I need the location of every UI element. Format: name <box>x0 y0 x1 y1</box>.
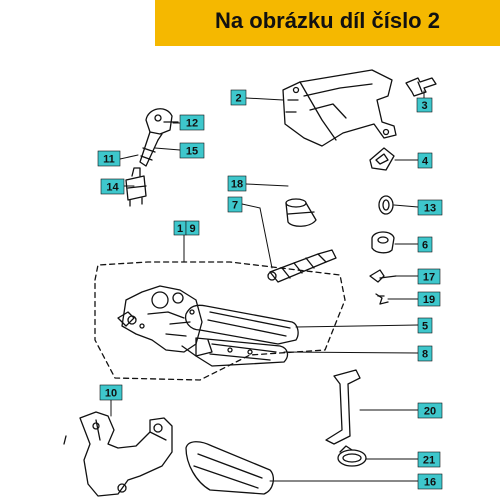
part-14-switch <box>125 167 147 207</box>
part-1-9-dashed-boundary <box>94 261 346 381</box>
part-10-bracket <box>63 411 173 497</box>
leader-lines <box>110 90 425 482</box>
svg-text:16: 16 <box>424 477 436 489</box>
part-label-12[interactable]: 12 <box>179 114 205 131</box>
part-label-2[interactable]: 2 <box>230 89 247 106</box>
svg-text:14: 14 <box>106 182 119 194</box>
svg-text:18: 18 <box>231 179 243 191</box>
part-label-8[interactable]: 8 <box>417 345 433 362</box>
svg-text:7: 7 <box>232 200 238 212</box>
part-label-17[interactable]: 17 <box>417 268 441 285</box>
svg-text:17: 17 <box>423 272 435 284</box>
part-label-13[interactable]: 13 <box>417 199 443 216</box>
part-label-15[interactable]: 15 <box>179 142 205 159</box>
part-16-grip <box>185 441 275 495</box>
part-8-grip <box>195 337 289 367</box>
part-label-14[interactable]: 14 <box>100 178 125 195</box>
part-4-plate <box>369 147 395 171</box>
part-19-small-clip <box>375 293 389 305</box>
part-label-19[interactable]: 19 <box>417 291 441 307</box>
svg-text:20: 20 <box>424 406 436 418</box>
part-label-6[interactable]: 6 <box>417 236 433 253</box>
part-13-ring <box>378 195 394 215</box>
part-label-18[interactable]: 18 <box>227 175 247 192</box>
title-banner: Na obrázku díl číslo 2 <box>155 0 500 46</box>
part-label-3[interactable]: 3 <box>416 97 433 113</box>
svg-text:13: 13 <box>424 203 436 215</box>
svg-text:11: 11 <box>103 154 115 166</box>
part-label-1[interactable]: 1 <box>173 220 187 236</box>
svg-text:6: 6 <box>422 240 428 252</box>
part-label-16[interactable]: 16 <box>417 473 443 490</box>
svg-text:21: 21 <box>423 455 435 467</box>
part-20-bracket <box>325 369 361 445</box>
svg-text:12: 12 <box>186 118 198 130</box>
part-6-grommet <box>371 231 395 254</box>
part-labels: 2 3 12 11 15 14 <box>97 89 443 490</box>
svg-text:15: 15 <box>186 146 198 158</box>
banner-title: Na obrázku díl číslo 2 <box>215 8 440 33</box>
part-18-bushing <box>285 198 317 227</box>
svg-text:2: 2 <box>235 93 241 105</box>
svg-text:4: 4 <box>422 156 429 168</box>
part-label-5[interactable]: 5 <box>417 317 433 334</box>
part-label-4[interactable]: 4 <box>417 152 433 169</box>
part-label-21[interactable]: 21 <box>417 451 441 468</box>
part-2-bracket <box>282 69 397 147</box>
part-label-9[interactable]: 9 <box>185 220 200 236</box>
svg-text:10: 10 <box>105 388 117 400</box>
svg-text:19: 19 <box>423 294 435 306</box>
svg-text:3: 3 <box>421 100 427 112</box>
svg-text:9: 9 <box>189 223 195 235</box>
part-label-10[interactable]: 10 <box>99 384 123 401</box>
part-label-20[interactable]: 20 <box>417 402 443 419</box>
svg-text:8: 8 <box>422 349 428 361</box>
part-7-shaft <box>267 249 337 283</box>
part-5-grip <box>184 304 299 345</box>
svg-text:1: 1 <box>177 223 183 235</box>
svg-text:5: 5 <box>422 321 428 333</box>
part-label-7[interactable]: 7 <box>227 196 243 213</box>
part-21-clamp <box>337 445 367 467</box>
part-3-screw <box>405 77 437 97</box>
part-11-clamp-assembly <box>139 108 179 167</box>
part-1-main-assembly <box>117 285 213 357</box>
part-label-11[interactable]: 11 <box>97 150 121 167</box>
part-17-clip <box>369 269 397 283</box>
